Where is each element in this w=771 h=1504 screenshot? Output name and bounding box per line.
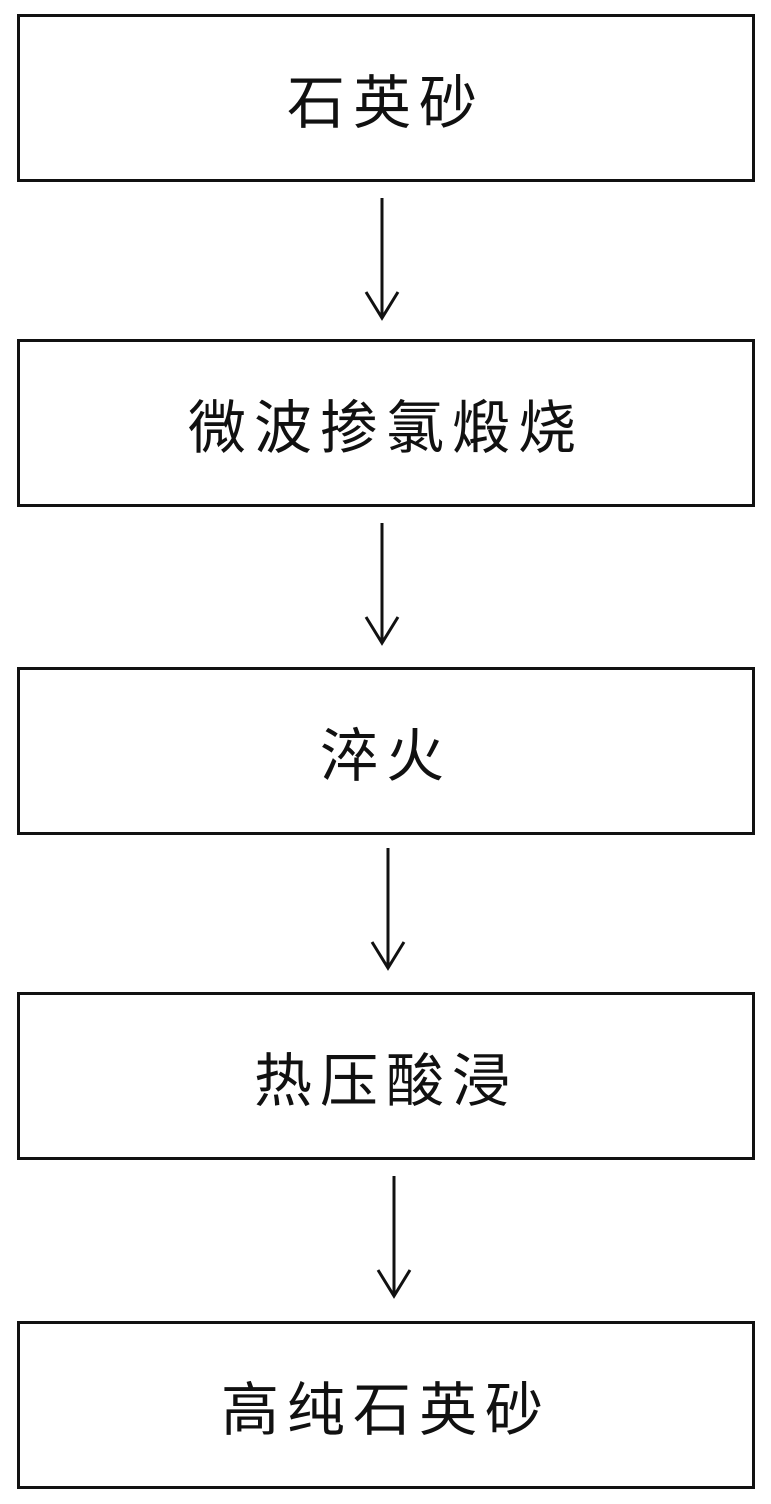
step-label: 淬火 (319, 722, 452, 790)
step-label: 微波掺氯煅烧 (187, 394, 584, 462)
step-box-quenching: 淬火 (17, 667, 755, 835)
down-arrow-icon (364, 198, 400, 321)
down-arrow-icon (370, 848, 406, 971)
step-box-high-purity-quartz-sand: 高纯石英砂 (17, 1321, 755, 1489)
step-box-quartz-sand: 石英砂 (17, 14, 755, 182)
step-box-microwave-chlorine-calcination: 微波掺氯煅烧 (17, 339, 755, 507)
step-box-hot-pressure-acid-leaching: 热压酸浸 (17, 992, 755, 1160)
step-label: 热压酸浸 (253, 1047, 518, 1115)
down-arrow-icon (364, 523, 400, 646)
step-label: 高纯石英砂 (220, 1376, 551, 1444)
down-arrow-icon (376, 1176, 412, 1299)
step-label: 石英砂 (286, 69, 485, 137)
